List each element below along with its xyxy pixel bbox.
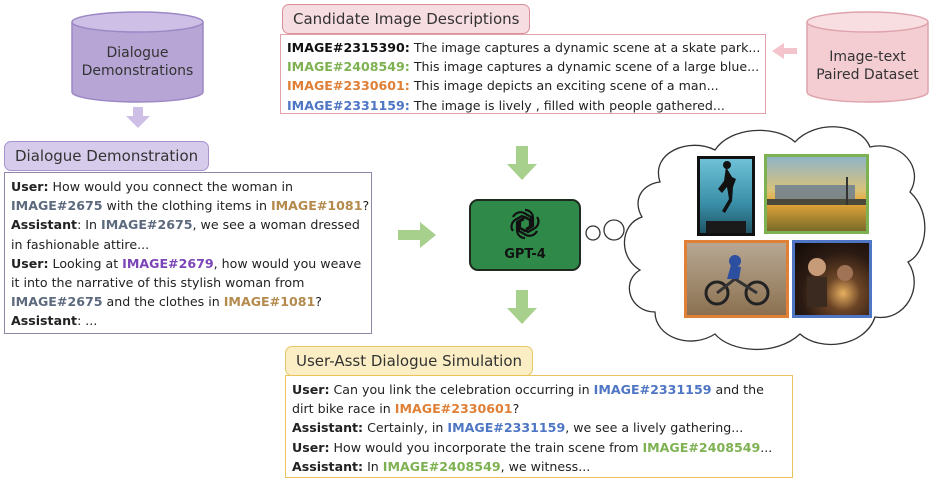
sim-line: Assistant: Certainly, in IMAGE#2331159, … — [292, 420, 744, 436]
gathering-figures — [807, 258, 853, 307]
dialogue-simulation-header: User-Asst Dialogue Simulation — [285, 346, 534, 376]
demo-line: User: Looking at IMAGE#2679, how would y… — [11, 255, 362, 271]
candidate-row: IMAGE#2330601: This image depicts an exc… — [287, 78, 719, 94]
cylinder-label-line1: Dialogue — [106, 45, 169, 61]
dialogue-demonstration-header: Dialogue Demonstration — [4, 141, 210, 171]
gathering-photo — [792, 240, 872, 318]
candidate-row: IMAGE#2408549: This image captures a dyn… — [287, 59, 760, 75]
train-shape — [767, 177, 866, 205]
arrow-down-candidates — [507, 146, 537, 180]
dirt-bike-photo — [684, 240, 789, 318]
dialogue-demonstrations-cylinder: Dialogue Demonstrations — [70, 10, 205, 105]
candidate-row: IMAGE#2315390: The image captures a dyna… — [287, 40, 761, 55]
cylinder-label-line2: Demonstrations — [81, 63, 194, 79]
sim-line: dirt bike race in IMAGE#2330601? — [292, 401, 520, 417]
arrow-right-demo — [398, 222, 436, 248]
skate-park-photo — [697, 156, 755, 236]
sim-line: User: How would you incorporate the trai… — [292, 439, 773, 455]
dialogue-demonstration-box: User: How would you connect the woman in… — [4, 172, 372, 334]
demo-line: in fashionable attire... — [11, 236, 150, 252]
demo-line: Assistant: ... — [11, 313, 98, 329]
sim-line: Assistant: In IMAGE#2408549, we witness.… — [292, 458, 591, 474]
bike-rider — [704, 255, 770, 306]
demo-line: IMAGE#2675 with the clothing items in IM… — [11, 198, 370, 214]
sim-line: User: Can you link the celebration occur… — [292, 382, 764, 397]
demo-line: Assistant: In IMAGE#2675, we see a woman… — [11, 217, 360, 233]
arrow-down-demo — [126, 107, 150, 128]
gpt4-label: GPT-4 — [504, 247, 546, 262]
cylinder-shape — [71, 11, 204, 103]
demo-line: IMAGE#2675 and the clothes in IMAGE#1081… — [11, 294, 322, 310]
arrow-down-gpt — [507, 290, 537, 324]
candidate-row: IMAGE#2331159: The image is lively , fil… — [287, 97, 725, 113]
cylinder-shape — [806, 11, 929, 103]
gpt4-model-box: GPT-4 — [469, 199, 581, 271]
thought-cloud — [585, 126, 926, 351]
arrow-left-dataset — [772, 43, 797, 59]
candidate-descriptions-box: IMAGE#2315390: The image captures a dyna… — [280, 34, 766, 114]
demo-line: it into the narrative of this stylish wo… — [11, 275, 305, 291]
cylinder-label-line2: Paired Dataset — [816, 67, 919, 83]
dialogue-simulation-box: User: Can you link the celebration occur… — [285, 375, 793, 478]
image-text-dataset-cylinder: Image-text Paired Dataset — [805, 10, 930, 105]
skater-silhouette — [706, 161, 746, 233]
train-photo — [764, 154, 869, 234]
demo-line: User: How would you connect the woman in — [11, 179, 293, 194]
cylinder-label-line1: Image-text — [829, 49, 906, 65]
openai-logo-icon — [510, 208, 540, 240]
candidate-descriptions-header: Candidate Image Descriptions — [282, 4, 531, 34]
